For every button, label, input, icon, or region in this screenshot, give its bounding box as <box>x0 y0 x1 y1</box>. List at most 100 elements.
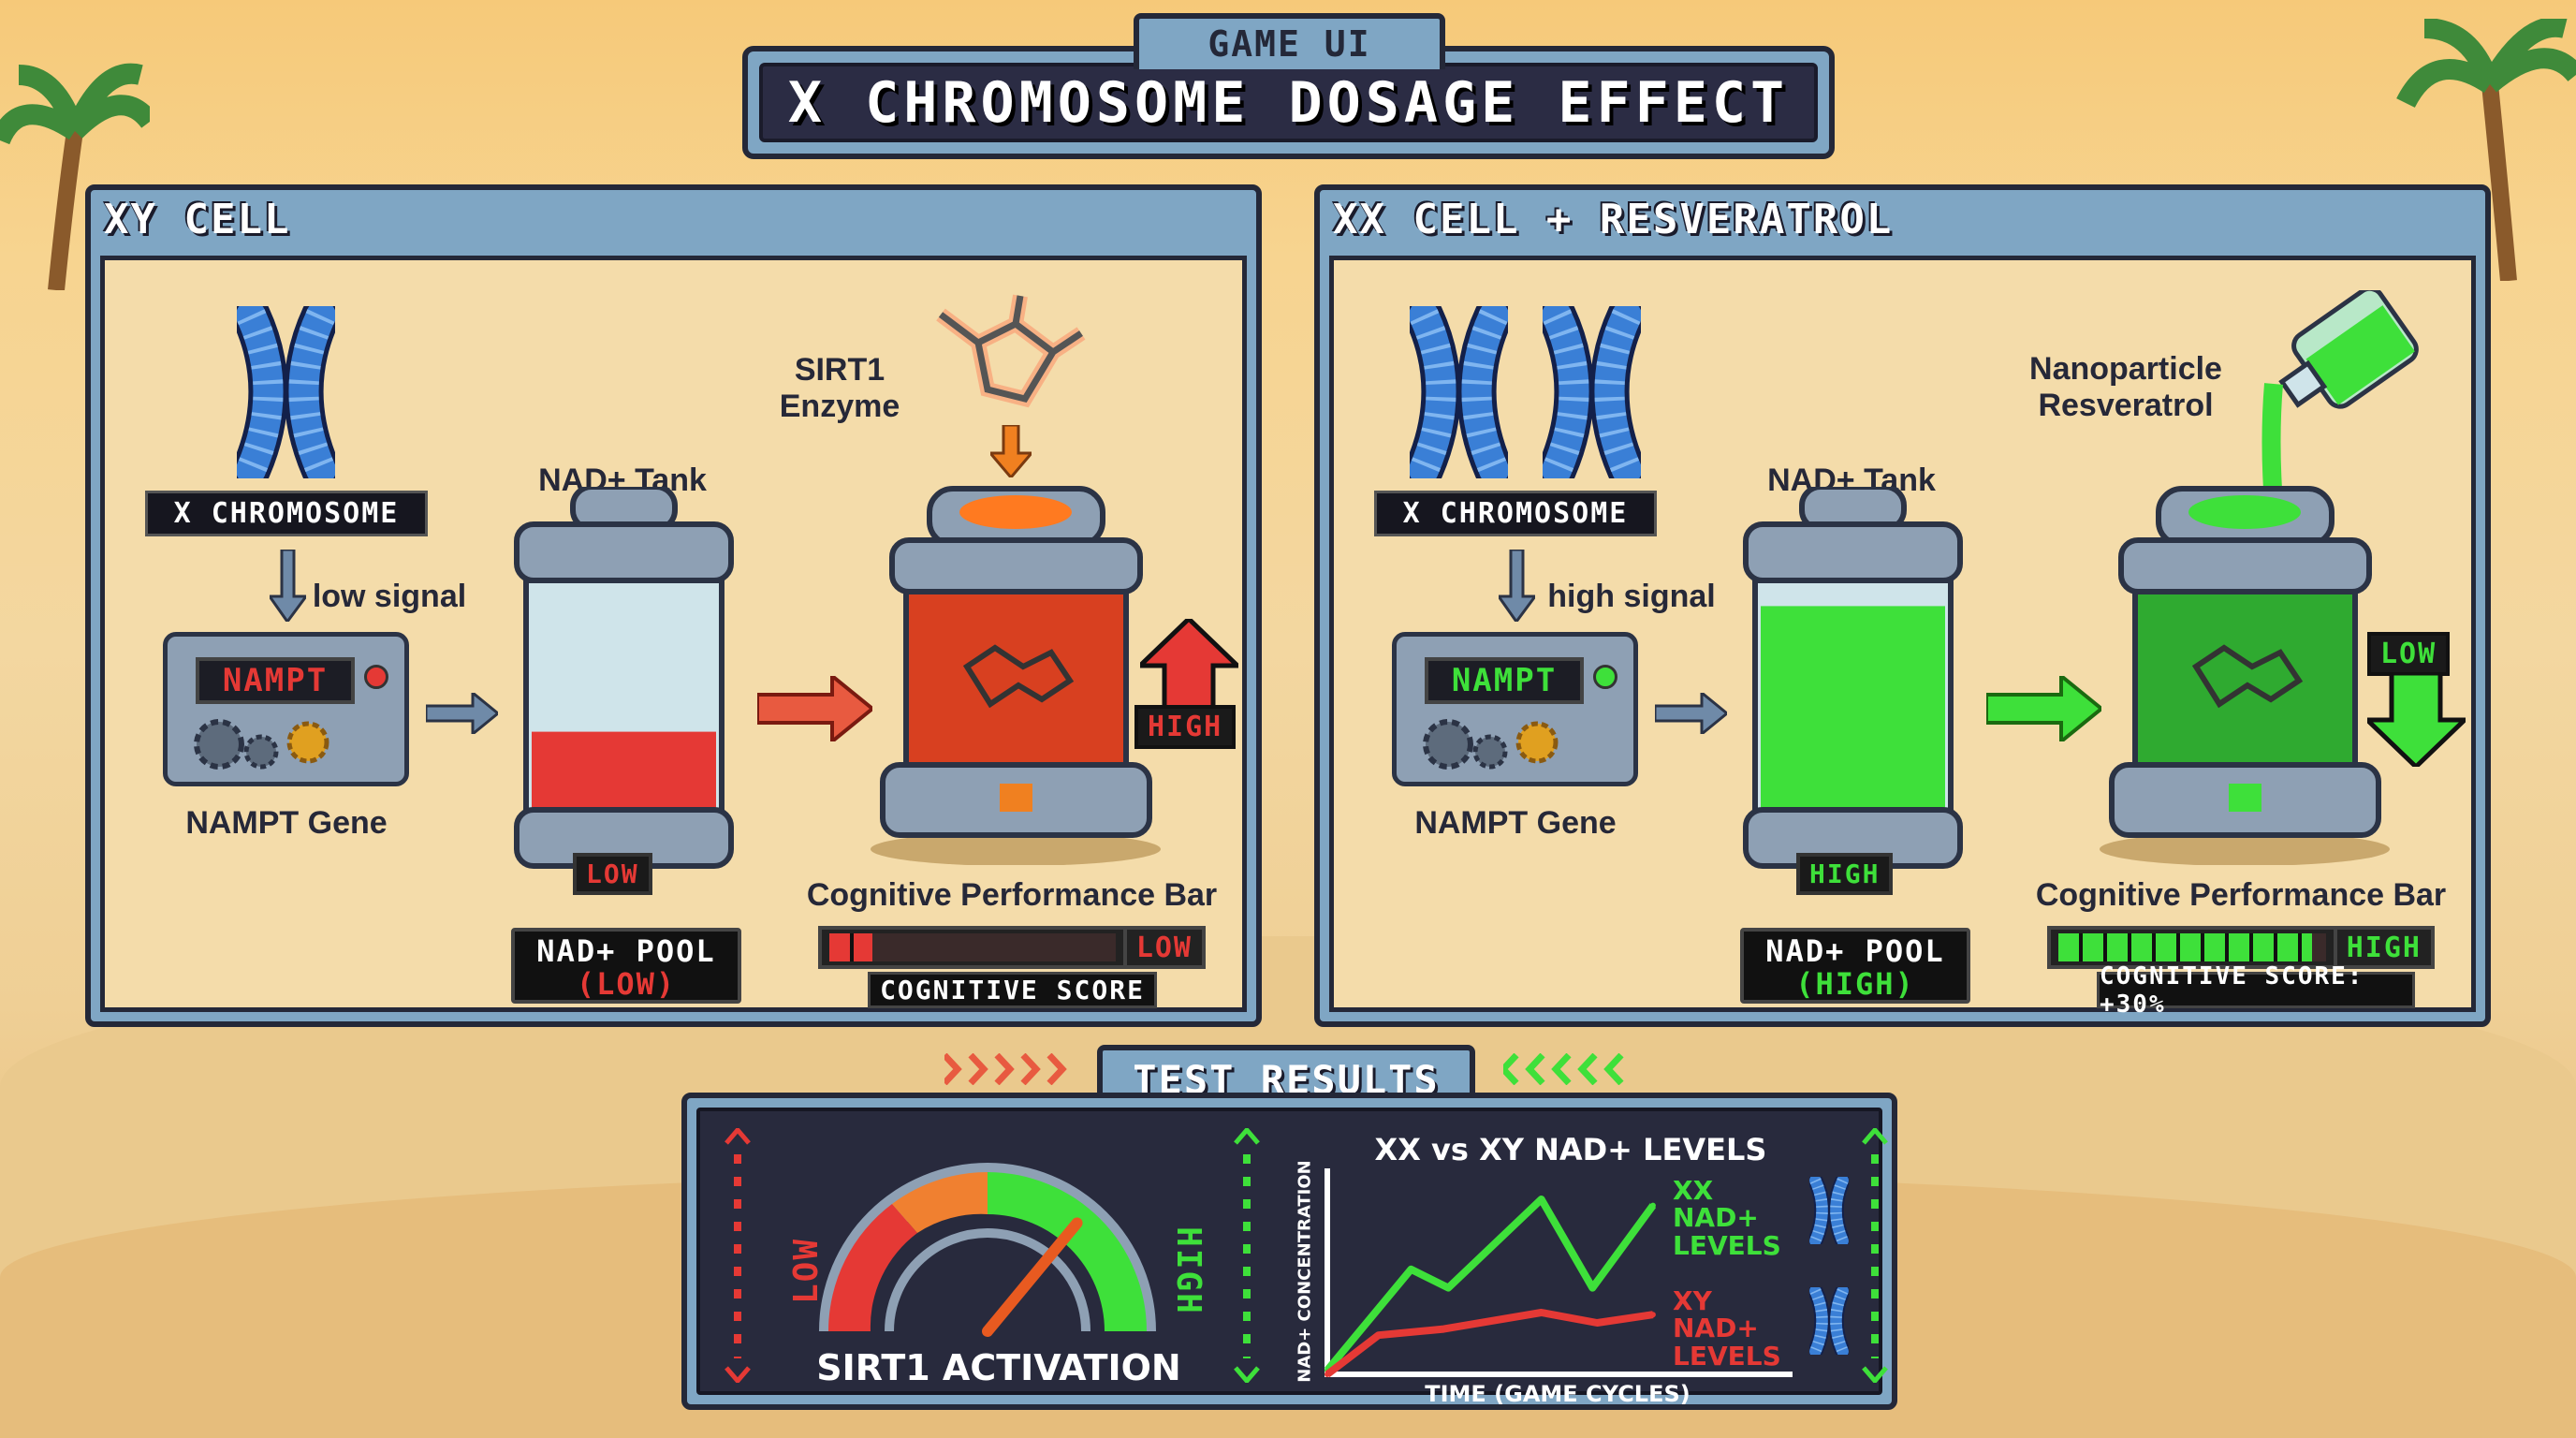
activity-indicator: LOW <box>2367 632 2466 767</box>
arrow-right-icon <box>757 676 872 741</box>
resveratrol-bottle-icon <box>2261 290 2419 504</box>
dotted-arrow-icon <box>724 1128 751 1383</box>
additive-label-line2: Resveratrol <box>2038 388 2214 424</box>
enzyme-label-line2: Enzyme <box>779 389 900 425</box>
data-point <box>1445 1284 1452 1291</box>
bar-label: Cognitive Performance Bar <box>806 877 1218 913</box>
activity-badge: HIGH <box>1134 705 1237 749</box>
pool-status: (HIGH) <box>1795 966 1915 1003</box>
legend-xy: XY NAD+ LEVELS <box>1673 1285 1781 1372</box>
bar-status: HIGH <box>2333 930 2431 965</box>
nampt-display: NAMPT <box>196 657 355 704</box>
gears-icon <box>194 719 329 770</box>
additive-label-line1: Nanoparticle <box>2029 351 2222 387</box>
data-point <box>1594 1320 1601 1326</box>
chart-title: XX vs XY NAD+ LEVELS <box>1374 1132 1767 1167</box>
sirt1-molecule-icon <box>936 294 1086 408</box>
panel-title: XY CELL <box>104 196 291 243</box>
x-chromosome-icon <box>1809 1287 1849 1355</box>
sirt1-reactor <box>2100 486 2390 865</box>
bar-track <box>2058 933 2326 961</box>
data-point <box>1408 1266 1414 1272</box>
status-light-icon <box>1593 665 1617 689</box>
test-results-panel: LOW HIGH SIRT1 ACTIVATION XX vs XY NAD+ … <box>681 1093 1897 1410</box>
cognitive-score: COGNITIVE SCORE: +30% <box>2097 962 2415 1019</box>
activity-badge: LOW <box>2367 632 2451 676</box>
gauge-label: SIRT1 ACTIVATION <box>816 1347 1181 1388</box>
bar-fill <box>2058 933 2313 961</box>
x-chromosome-icon <box>237 306 335 478</box>
cognitive-score: COGNITIVE SCORE <box>868 972 1157 1008</box>
chromosome-label: X CHROMOSOME <box>1374 491 1657 536</box>
tank-level-badge: HIGH <box>1796 853 1894 895</box>
data-point <box>1441 1326 1447 1332</box>
activity-indicator: HIGH <box>1134 615 1244 754</box>
chromosome-label: X CHROMOSOME <box>145 491 428 536</box>
arrow-right-icon <box>426 693 498 734</box>
data-point <box>1325 1372 1330 1377</box>
palm-tree-icon <box>2396 19 2576 281</box>
nampt-gene-label: NAMPT Gene <box>1414 805 1617 841</box>
data-point <box>1375 1332 1382 1339</box>
x-chromosome-icon <box>1543 306 1641 478</box>
chevrons-right-icon <box>944 1053 1067 1085</box>
header-tab: GAME UI <box>1134 13 1445 69</box>
nad-tank <box>514 487 734 869</box>
pool-status: (LOW) <box>576 966 677 1003</box>
enzyme-label-line1: SIRT1 <box>794 352 886 388</box>
additive-label: Nanoparticle Resveratrol <box>2029 351 2222 424</box>
data-point <box>1538 1196 1544 1202</box>
signal-label: low signal <box>312 579 467 614</box>
bar-fill <box>829 933 872 961</box>
x-chromosome-icon <box>1809 1177 1849 1244</box>
legend-xx: XX NAD+ LEVELS <box>1673 1175 1781 1261</box>
xx-cell-panel: XX CELL + RESVERATROL X CHROMOSOME high … <box>1314 184 2491 1027</box>
series-line-1 <box>1325 1309 1654 1378</box>
nad-levels-chart <box>1324 1168 1793 1378</box>
pool-label: NAD+ POOL <box>536 933 716 969</box>
dotted-arrow-icon <box>1234 1128 1260 1383</box>
nampt-display: NAMPT <box>1425 657 1584 704</box>
tank-level-badge: LOW <box>573 853 652 895</box>
data-point <box>1649 1202 1656 1209</box>
cognitive-performance-bar: LOW <box>818 926 1206 969</box>
nad-pool-status: NAD+ POOL (LOW) <box>511 928 741 1004</box>
nad-pool-status: NAD+ POOL (HIGH) <box>1740 928 1970 1004</box>
dotted-arrow-icon <box>1862 1128 1888 1383</box>
results-body: LOW HIGH SIRT1 ACTIVATION XX vs XY NAD+ … <box>696 1108 1888 1407</box>
sirt1-reactor <box>871 486 1161 865</box>
gauge-green-zone <box>988 1172 1147 1331</box>
bar-track <box>829 933 1116 961</box>
gears-icon <box>1423 719 1559 770</box>
gauge-orange-zone <box>892 1172 988 1233</box>
arrow-down-icon <box>2367 673 2466 767</box>
chart-x-label: TIME (GAME CYCLES) <box>1425 1381 1690 1407</box>
pool-label: NAD+ POOL <box>1765 933 1945 969</box>
arrow-right-icon <box>1655 693 1727 734</box>
data-point <box>1538 1310 1544 1315</box>
series-line-0 <box>1324 1196 1657 1373</box>
nampt-device: NAMPT <box>163 632 409 786</box>
arrow-right-icon <box>1986 676 2101 741</box>
signal-label: high signal <box>1547 579 1716 614</box>
bar-status: LOW <box>1122 930 1202 965</box>
nampt-gene-label: NAMPT Gene <box>185 805 388 841</box>
panel-body: X CHROMOSOME low signal NAMPT NAMPT Gene… <box>100 256 1247 1012</box>
sirt1-gauge <box>819 1163 1156 1337</box>
nad-tank <box>1743 487 1963 869</box>
page-title: X CHROMOSOME DOSAGE EFFECT <box>759 63 1818 142</box>
arrow-down-icon <box>270 550 306 622</box>
data-point <box>1589 1284 1596 1291</box>
x-chromosome-icon <box>1410 306 1508 478</box>
arrow-down-icon <box>990 425 1032 477</box>
gauge-needle <box>982 1217 1083 1337</box>
panel-body: X CHROMOSOME high signal NAMPT NAMPT Gen… <box>1329 256 2476 1019</box>
arrow-up-icon <box>1134 615 1244 715</box>
palm-tree-icon <box>0 63 150 290</box>
bar-label: Cognitive Performance Bar <box>2035 877 2447 913</box>
xy-cell-panel: XY CELL X CHROMOSOME low signal NAMPT NA… <box>85 184 1262 1027</box>
enzyme-label: SIRT1 Enzyme <box>780 352 900 425</box>
arrow-down-icon <box>1499 550 1535 622</box>
nampt-device: NAMPT <box>1392 632 1638 786</box>
panel-title: XX CELL + RESVERATROL <box>1333 196 1894 243</box>
